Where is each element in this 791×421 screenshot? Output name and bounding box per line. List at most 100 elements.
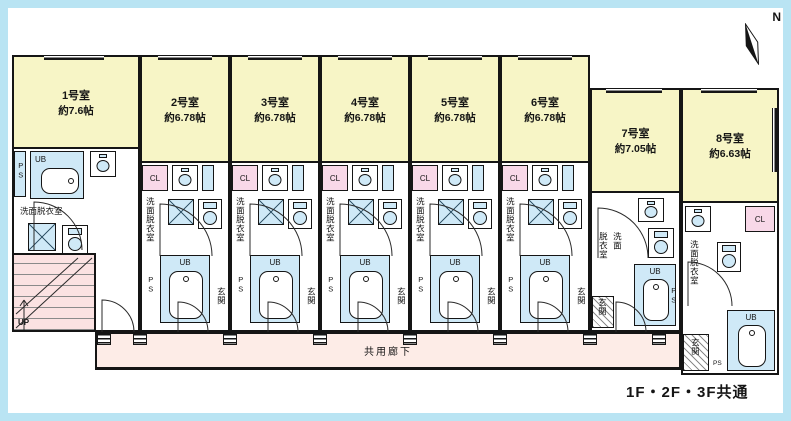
room-size-label: 約6.78帖: [344, 111, 386, 124]
ub-label: UB: [449, 258, 461, 267]
toilet-icon: [288, 199, 312, 229]
stairwell: UP: [12, 253, 96, 332]
toilet-icon: [468, 199, 492, 229]
closet-label: CL: [149, 173, 161, 183]
unit-2: 2号室 約6.78帖 CL 洗面脱衣室 UB PS 玄関: [140, 55, 230, 332]
room-name-label: 7号室: [621, 128, 650, 140]
unit-4-main-room: 4号室 約6.78帖: [322, 57, 408, 163]
entrance-label: 玄関: [486, 287, 497, 305]
pipe-space: PS: [14, 151, 26, 197]
ub-label: UB: [269, 258, 281, 267]
washroom-short-label: 洗面: [612, 232, 623, 250]
threshold-hatch: [583, 333, 597, 345]
room-name-label: 3号室: [260, 96, 290, 109]
window: [44, 55, 104, 60]
washroom-label: 洗面脱衣室: [235, 197, 246, 242]
room-name-label: 5号室: [440, 96, 470, 109]
pipe-space-label: PS: [416, 275, 426, 294]
threshold-hatch: [133, 333, 147, 345]
closet-label: CL: [754, 214, 766, 224]
washroom-label: 洗面脱衣室: [415, 197, 426, 242]
room-size-label: 約6.78帖: [164, 111, 206, 124]
unit-2-main-room: 2号室 約6.78帖: [142, 57, 228, 163]
window: [606, 88, 662, 93]
room-size-label: 約6.78帖: [434, 111, 476, 124]
entrance-label: 玄関: [306, 287, 317, 305]
bathtub-icon: [529, 271, 563, 319]
washbasin-icon: [532, 165, 558, 191]
unit-bath: UB: [250, 255, 300, 323]
compass-north-label: N: [772, 10, 781, 24]
toilet-icon: [558, 199, 582, 229]
washbasin-icon: [638, 198, 664, 222]
window: [428, 55, 482, 60]
washing-machine-icon: [348, 199, 374, 225]
washroom-label: 洗面脱衣室: [145, 197, 156, 242]
entrance-label: 玄関: [396, 287, 407, 305]
bathtub-icon: [643, 279, 669, 321]
washroom-label: 洗面脱衣室: [325, 197, 336, 242]
room-name-label: 8号室: [715, 133, 745, 145]
corridor-label: 共用廊下: [364, 347, 412, 358]
water-heater-icon: [472, 165, 484, 191]
closet: CL: [745, 206, 775, 232]
toilet-icon: [378, 199, 402, 229]
window: [248, 55, 302, 60]
window: [518, 55, 572, 60]
threshold-hatch: [403, 333, 417, 345]
unit-bath: UB: [160, 255, 210, 323]
closet: CL: [502, 165, 528, 191]
bathtub-icon: [738, 325, 766, 367]
stairs-up-label: UP: [18, 318, 30, 327]
unit-4: 4号室 約6.78帖 CL 洗面脱衣室 UB PS 玄関: [320, 55, 410, 332]
washbasin-icon: [685, 206, 711, 232]
pipe-space-label: PS: [669, 286, 679, 305]
water-heater-icon: [382, 165, 394, 191]
entrance-floor-hatch: [683, 334, 709, 371]
compass: N: [733, 10, 783, 68]
unit-bath: UB: [340, 255, 390, 323]
unit-8-main-room: 8号室 約6.63帖: [683, 90, 777, 203]
room-name-label: 6号室: [530, 96, 560, 109]
room-name-label: 1号室: [61, 89, 91, 102]
washroom-label: 洗面脱衣室: [505, 197, 516, 242]
floor-note: 1F・2F・3F共通: [626, 384, 749, 401]
bathtub-icon: [349, 271, 383, 319]
threshold-hatch: [652, 333, 666, 345]
closet-label: CL: [419, 173, 431, 183]
closet: CL: [232, 165, 258, 191]
washing-machine-icon: [168, 199, 194, 225]
washbasin-icon: [442, 165, 468, 191]
closet-label: CL: [329, 173, 341, 183]
room-name-label: 4号室: [350, 96, 380, 109]
unit-1-main-room: 1号室 約7.6帖: [14, 57, 138, 149]
window: [158, 55, 212, 60]
water-heater-icon: [562, 165, 574, 191]
unit-bath: UB: [30, 151, 84, 199]
ub-label: UB: [359, 258, 371, 267]
entrance-label: 玄関: [216, 287, 227, 305]
bathtub-icon: [169, 271, 203, 319]
unit-3-main-room: 3号室 約6.78帖: [232, 57, 318, 163]
entrance-label: 玄関: [690, 338, 701, 356]
water-heater-icon: [292, 165, 304, 191]
toilet-icon: [62, 225, 88, 255]
unit-7-main-room: 7号室 約7.05帖: [592, 90, 679, 193]
washing-machine-icon: [528, 199, 554, 225]
unit-bath: UB: [520, 255, 570, 323]
room-size-label: 約6.78帖: [254, 111, 296, 124]
closet: CL: [142, 165, 168, 191]
unit-bath: UB: [727, 310, 775, 371]
pipe-space-label: PS: [326, 275, 336, 294]
threshold-hatch: [97, 333, 111, 345]
water-heater-icon: [202, 165, 214, 191]
room-size-label: 約6.63帖: [709, 148, 751, 160]
closet-label: CL: [509, 173, 521, 183]
pipe-space-label: PS: [16, 161, 26, 180]
threshold-hatch: [493, 333, 507, 345]
pipe-space-label: PS: [146, 275, 156, 294]
washing-machine-icon: [28, 223, 56, 251]
entrance-label: 玄関: [597, 298, 608, 316]
pipe-space-label: PS: [236, 275, 246, 294]
